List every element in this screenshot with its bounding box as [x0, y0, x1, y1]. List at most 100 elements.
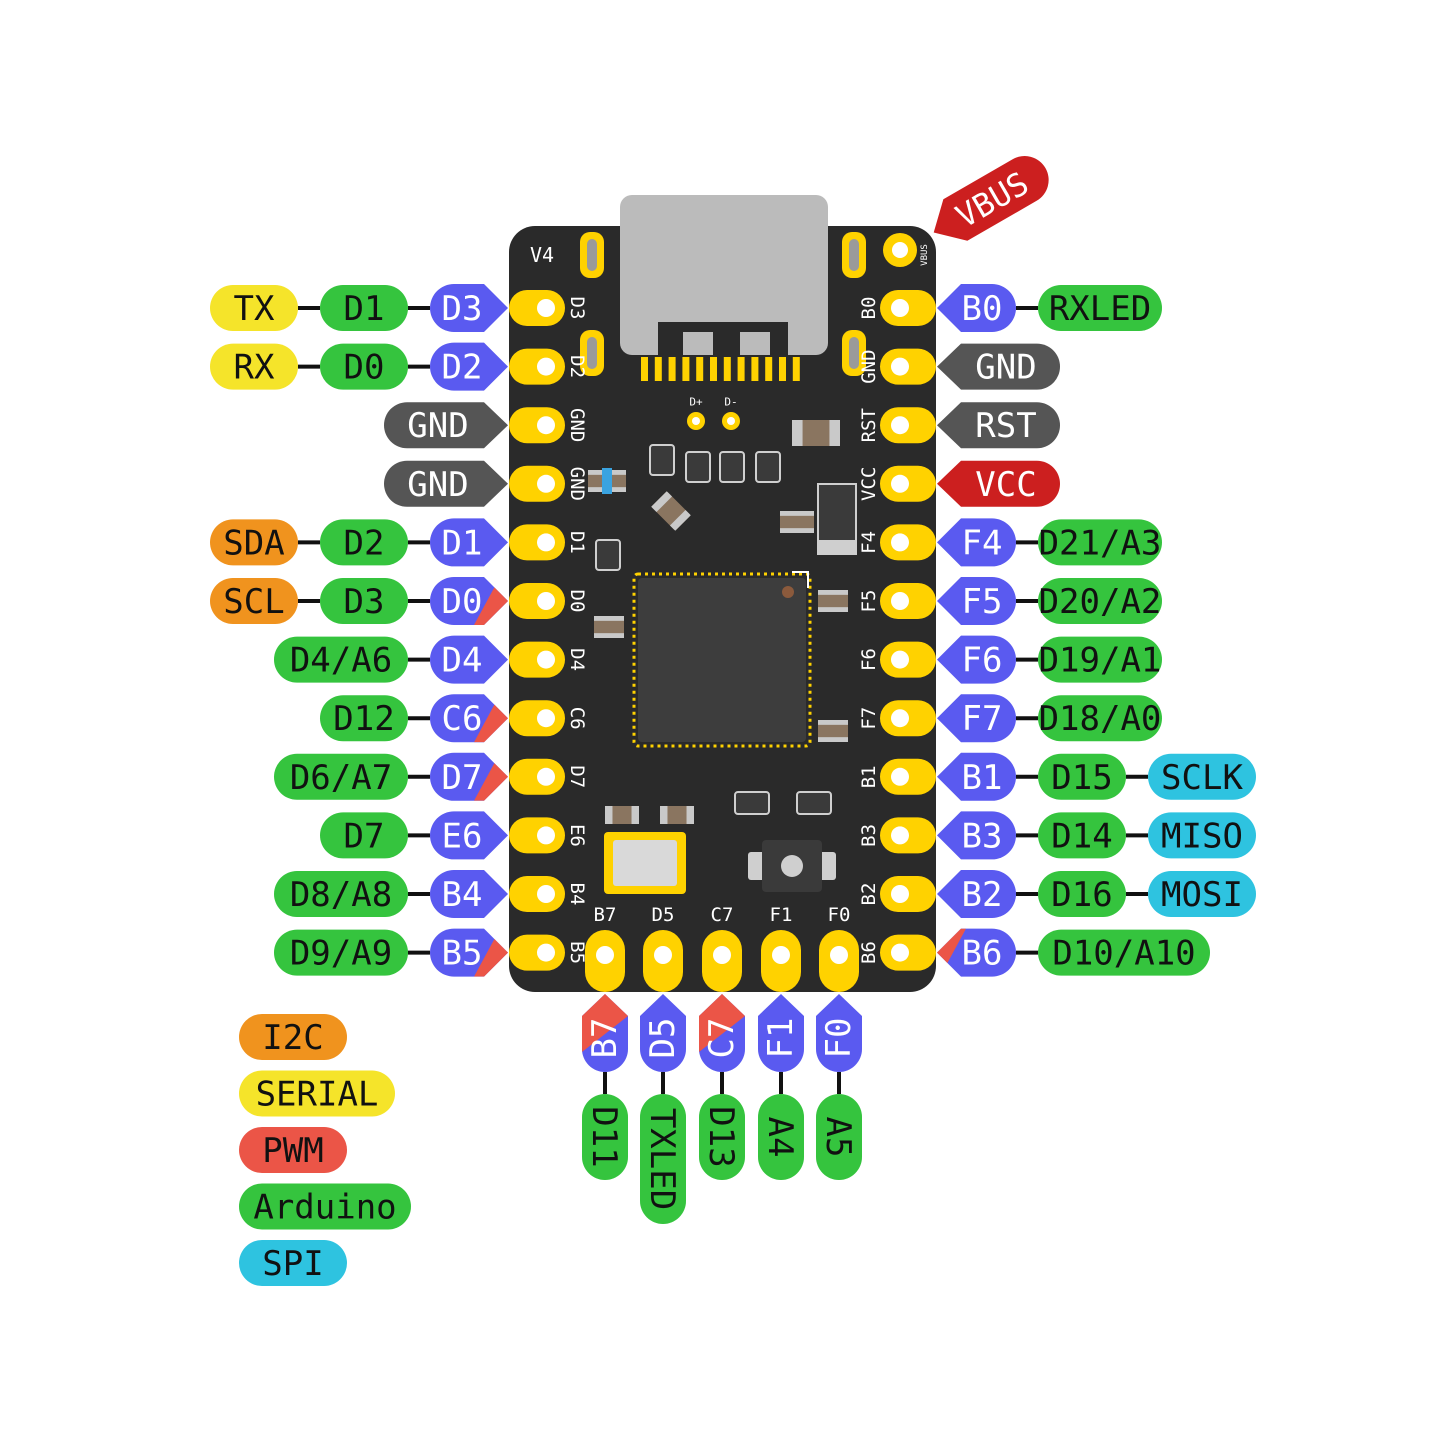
- silk-label: D2: [566, 355, 588, 378]
- port-tag-text: D4: [442, 641, 483, 681]
- silk-label: B6: [858, 941, 880, 964]
- pin-label-i2c-text: SCL: [223, 582, 284, 622]
- sot-package: [796, 791, 832, 815]
- port-tag-text: F7: [962, 699, 1003, 739]
- port-tag-text: B2: [962, 875, 1003, 915]
- pin-label-arduino-text: D9/A9: [290, 934, 392, 974]
- port-tag-text: C6: [442, 699, 483, 739]
- pin-label-arduino: [274, 636, 408, 683]
- silk-label: F5: [858, 590, 880, 613]
- version-label: V4: [530, 243, 554, 267]
- pin-label-arduino: [274, 871, 408, 917]
- pin-label-arduino: [1038, 812, 1126, 859]
- port-tag: [937, 577, 1016, 625]
- silk-label: E6: [566, 824, 588, 847]
- port-tag: [430, 635, 508, 684]
- pin-label-arduino-text: D1: [344, 289, 385, 329]
- silk-label: RST: [858, 408, 880, 442]
- port-tag-text: B5: [442, 934, 483, 974]
- pin-label-serial: [210, 343, 298, 390]
- port-tag: [937, 694, 1017, 743]
- smd-body: [792, 420, 840, 446]
- legend-item-i2c: [239, 1014, 347, 1060]
- pad-hole: [537, 357, 555, 376]
- silk-label: B3: [858, 824, 880, 847]
- port-tag: [937, 811, 1017, 860]
- smd-component: [660, 806, 694, 824]
- pad-hole: [830, 946, 848, 964]
- gnd-tag: [384, 402, 508, 449]
- pin-label-arduino-text: D15: [1051, 758, 1112, 798]
- usb-c-notch: [683, 332, 713, 355]
- usb-finger: [723, 357, 731, 381]
- gnd-tag-text: GND: [407, 406, 468, 446]
- legend-item-pwm-text: PWM: [262, 1131, 323, 1171]
- smd-component: [818, 590, 848, 612]
- pin-label-arduino-text: A5: [818, 1117, 858, 1158]
- silk-label: D1: [566, 531, 588, 554]
- pin-label-i2c-text: SDA: [223, 523, 284, 563]
- port-tag: [937, 752, 1017, 801]
- silk-label: D7: [566, 765, 588, 788]
- port-tag: [937, 870, 1016, 918]
- smd-cap: [780, 511, 814, 516]
- pin-label-serial-text: RX: [234, 348, 275, 388]
- legend-item-spi: [239, 1240, 347, 1286]
- pin-label-arduino: [758, 1094, 804, 1180]
- pin-label-arduino-text: D20/A2: [1039, 582, 1162, 622]
- pin-label-arduino: [699, 1094, 745, 1180]
- pin-label-arduino: [1038, 871, 1126, 917]
- gnd-tag: [937, 402, 1060, 449]
- usb-finger: [779, 357, 786, 381]
- power-tag: [937, 460, 1060, 507]
- smd-cap: [818, 720, 848, 725]
- silk-label: B0: [858, 297, 880, 320]
- pin-label-i2c: [210, 519, 298, 566]
- usb-finger: [765, 357, 773, 381]
- silk-label: GND: [566, 467, 588, 501]
- pin-label-arduino-text: D0: [344, 348, 385, 388]
- silk-label: F6: [858, 648, 880, 671]
- board: VBUSD+D-V4D3D2GNDGNDD1D0D4C6D7E6B4B5B0GN…: [509, 195, 936, 992]
- usb-finger: [654, 357, 662, 381]
- gnd-tag-text: GND: [975, 348, 1036, 388]
- smd-component: [651, 491, 691, 531]
- pad-hole: [892, 242, 908, 258]
- pin-label-arduino-text: D19/A1: [1039, 641, 1162, 681]
- smd-cap: [631, 806, 639, 824]
- pad-hole: [891, 357, 909, 376]
- usb-finger: [751, 357, 759, 381]
- pad-hole: [537, 533, 555, 552]
- pad-hole: [891, 474, 909, 493]
- usb-c-notch: [740, 332, 770, 355]
- usb-finger: [737, 357, 745, 381]
- smd-body: [594, 616, 624, 638]
- vbus-tag: VBUS: [933, 156, 1049, 241]
- pin-label-arduino: [320, 578, 408, 624]
- port-tag-bottom-text: D5: [643, 1018, 683, 1059]
- usb-dminus-label: D-: [724, 396, 737, 409]
- pin-label-arduino: [1038, 285, 1162, 331]
- pad-hole: [537, 416, 555, 435]
- silk-label: B2: [858, 883, 880, 906]
- pin-label-arduino-text: D7: [344, 816, 385, 856]
- pad-hole: [727, 417, 735, 425]
- pad-hole: [891, 885, 909, 903]
- pad-hole: [537, 767, 555, 786]
- mcu-dot: [782, 586, 794, 598]
- gnd-tag-text: GND: [407, 465, 468, 505]
- port-tag-text: B3: [962, 816, 1003, 856]
- usb-finger: [668, 357, 676, 381]
- smd-cap: [605, 806, 613, 824]
- pin-label-arduino-text: D10/A10: [1052, 934, 1195, 974]
- port-tag-text: D7: [442, 758, 483, 798]
- usb-tab-inner: [587, 337, 597, 369]
- pad-hole: [537, 885, 555, 903]
- legend-item-serial: [239, 1070, 395, 1117]
- smd-cap: [792, 420, 803, 446]
- silk-label: VCC: [858, 467, 880, 501]
- smd-component: [605, 806, 639, 824]
- pin-label-arduino-text: D6/A7: [290, 758, 392, 798]
